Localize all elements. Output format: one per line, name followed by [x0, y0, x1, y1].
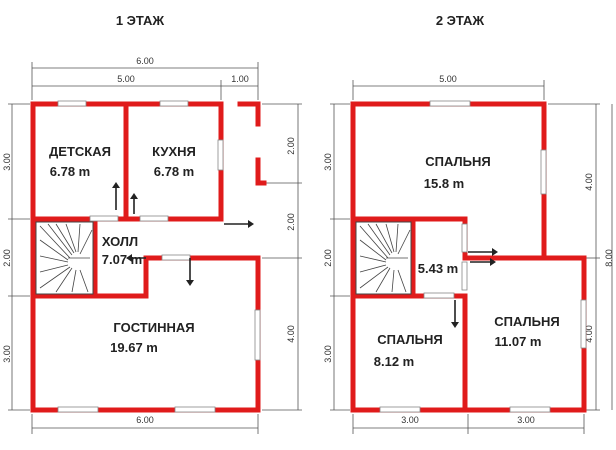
room-spalnya-left-name: СПАЛЬНЯ	[377, 332, 442, 347]
dim-f1-right-upper: 2.00	[286, 137, 296, 155]
floor-1-stairs	[35, 221, 94, 295]
dim-f1-left-bottom: 3.00	[2, 345, 12, 363]
room-spalnya-right-name: СПАЛЬНЯ	[494, 314, 559, 329]
dim-f2-left-top: 3.00	[323, 153, 333, 171]
dim-f1-right-lower: 4.00	[286, 325, 296, 343]
floor-2-plan: 2 ЭТАЖ 5.00 3.00 2.00 3.00 4.00 4.00	[323, 13, 614, 434]
floor-1-top-dimensions: 6.00 5.00 1.00	[31, 56, 259, 100]
floor-2-door-arrows	[451, 248, 498, 328]
dim-f1-bottom: 6.00	[136, 415, 154, 425]
room-spalnya-right-area: 11.07 m	[495, 334, 542, 349]
dim-f1-right-mid: 2.00	[286, 213, 296, 231]
floor-1-room-labels: ДЕТСКАЯ 6.78 m КУХНЯ 6.78 m ХОЛЛ 7.07 m …	[49, 144, 196, 355]
dim-f2-right-lower: 4.00	[584, 325, 594, 343]
floor-2-title: 2 ЭТАЖ	[436, 13, 485, 28]
floor-2-stairs	[355, 221, 412, 295]
room-detskaya-area: 6.78 m	[50, 164, 90, 179]
dim-f1-left-mid: 2.00	[2, 249, 12, 267]
floor-1-door-arrows	[112, 182, 254, 286]
floor-2-right-dimensions: 4.00 4.00 8.00	[548, 103, 614, 411]
floor-2-bottom-dimensions: 3.00 3.00	[352, 414, 585, 434]
floor-2-windows	[379, 100, 587, 413]
room-kukhnya-area: 6.78 m	[154, 164, 194, 179]
floor-1-plan: 1 ЭТАЖ 6.00 5.00 1.00 3.00 2.00 3.00	[2, 13, 302, 434]
room-gostinnaya-name: ГОСТИННАЯ	[113, 320, 194, 335]
floor-2-top-dimensions: 5.00	[352, 74, 545, 100]
dim-f2-bottom-right: 3.00	[517, 415, 535, 425]
floor-1-walls	[30, 101, 267, 413]
dim-f2-top: 5.00	[439, 74, 457, 84]
dim-f1-top-extra: 1.00	[231, 74, 249, 84]
floor-2-room-labels: СПАЛЬНЯ 15.8 m 5.43 m СПАЛЬНЯ 8.12 m СПА…	[374, 154, 560, 369]
floor-1-right-dimensions: 2.00 2.00 4.00	[262, 103, 302, 411]
dim-f1-top-main: 5.00	[117, 74, 135, 84]
floor-1-left-dimensions: 3.00 2.00 3.00	[2, 103, 30, 411]
room-spalnya-top-name: СПАЛЬНЯ	[425, 154, 490, 169]
dim-f2-left-mid: 2.00	[323, 249, 333, 267]
dim-f2-bottom-left: 3.00	[401, 415, 419, 425]
floor-1-title: 1 ЭТАЖ	[116, 13, 165, 28]
dim-f1-left-top: 3.00	[2, 153, 12, 171]
room-kholl-name: ХОЛЛ	[102, 234, 138, 249]
dim-f2-right-upper: 4.00	[584, 173, 594, 191]
room-kholl-area: 7.07 m	[102, 252, 142, 267]
floor-1-bottom-dimensions: 6.00	[31, 414, 259, 434]
dim-f2-right-total: 8.00	[604, 249, 614, 267]
room-gostinnaya-area: 19.67 m	[110, 340, 158, 355]
dim-f2-left-bottom: 3.00	[323, 345, 333, 363]
room-kukhnya-name: КУХНЯ	[152, 144, 196, 159]
dim-f1-top-total: 6.00	[136, 56, 154, 66]
floor-1-windows	[57, 100, 261, 413]
room-spalnya-top-area: 15.8 m	[424, 176, 464, 191]
room-detskaya-name: ДЕТСКАЯ	[49, 144, 111, 159]
room-hall-area: 5.43 m	[418, 261, 458, 276]
floor-2-left-dimensions: 3.00 2.00 3.00	[323, 103, 350, 411]
room-spalnya-left-area: 8.12 m	[374, 354, 414, 369]
